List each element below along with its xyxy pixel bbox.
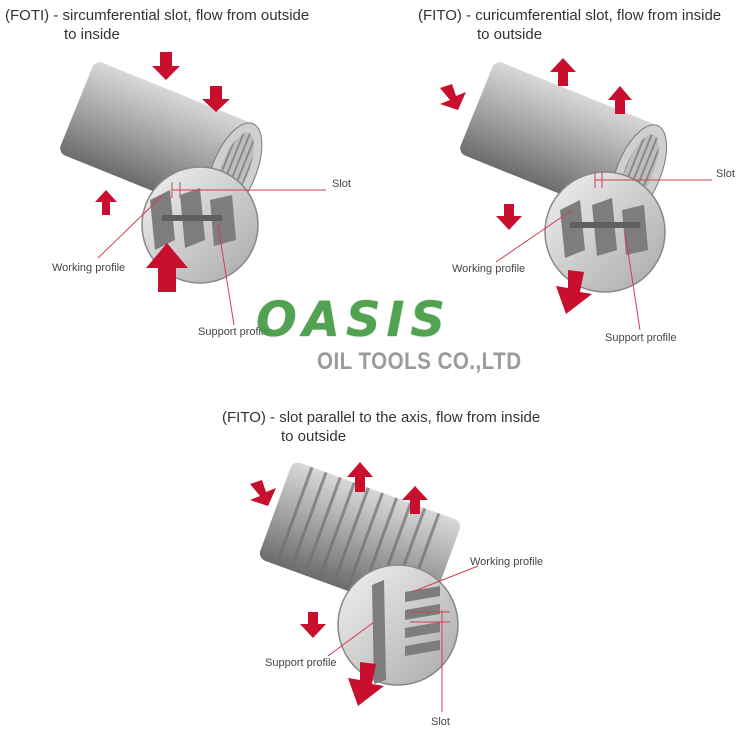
arrow [550,58,576,86]
arrow [300,612,326,638]
panel-1-profiles [150,188,236,250]
panel-3-caption-line1: (FITO) - slot parallel to the axis, flow… [222,409,541,426]
panel-1-caption-line1: (FOTI) - sircumferential slot, flow from… [5,7,310,24]
panel-2-illustration [440,58,712,331]
panel-1-leaders [97,182,326,326]
arrow [152,52,180,80]
panel-3-caption-line2: to outside [281,428,347,445]
panel-1-working-profile-label: Working profile [52,262,126,274]
arrow [347,462,373,492]
arrow [250,480,276,506]
panel-1-caption: (FOTI) - sircumferential slot, flow from… [5,6,309,44]
arrow [348,662,384,706]
panel-1-flow-arrows [95,52,230,292]
panel-3-slot-label: Slot [431,716,450,728]
panel-2-caption-line2: to outside [477,26,543,43]
arrow [440,84,466,110]
panel-2-slot-label: Slot [716,168,735,180]
arrow [556,270,592,314]
watermark-company-name: OIL TOOLS CO.,LTD [317,348,522,375]
panel-3-caption: (FITO) - slot parallel to the axis, flow… [222,408,540,446]
panel-3-flow-arrows [250,462,428,706]
panel-2-support-profile-label: Support profile [605,332,677,344]
panel-2-working-profile-label: Working profile [452,263,526,275]
panel-1-support-profile-label: Support profile [198,326,270,338]
panel-3-illustration [250,462,479,712]
arrow [95,190,117,215]
panel-3-support-profile-label: Support profile [265,657,337,669]
panel-2-leaders [495,172,712,331]
panel-1-illustration [60,52,326,326]
panel-1-slot-label: Slot [332,178,351,190]
panel-3-working-profile-label: Working profile [470,556,544,568]
watermark-logo: OASIS [256,292,451,348]
panel-2-caption: (FITO) - curicumferential slot, flow fro… [418,6,721,44]
arrow [202,86,230,112]
arrow [402,486,428,514]
arrow [146,243,188,292]
arrow [608,86,632,114]
arrow [496,204,522,230]
panel-3-leaders [327,565,479,712]
panel-1-caption-line2: to inside [64,26,120,43]
panel-2-flow-arrows [440,58,632,314]
panel-2-caption-line1: (FITO) - curicumferential slot, flow fro… [418,7,722,24]
